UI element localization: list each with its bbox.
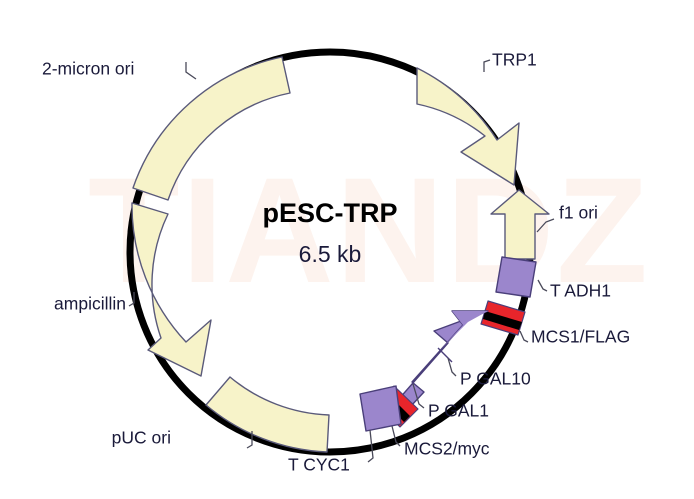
label-mcs1-flag: MCS1/FLAG	[531, 327, 630, 347]
label-ampicillin: ampicillin	[54, 294, 126, 314]
label-trp1: TRP1	[492, 50, 537, 70]
label-p-gal10: P GAL10	[460, 369, 531, 389]
label-puc-ori: pUC ori	[112, 428, 171, 448]
leader-t-cyc1	[367, 429, 374, 463]
feature-puc-ori[interactable]	[205, 376, 330, 453]
label-f1-ori: f1 ori	[559, 203, 598, 223]
feature-2-micron-ori[interactable]	[132, 56, 291, 201]
leader-ampicillin	[128, 292, 135, 307]
leader-trp1	[483, 59, 491, 72]
label-t-adh1: T ADH1	[550, 281, 611, 301]
gal-promoter-divider	[437, 347, 453, 363]
label-2-micron-ori: 2-micron ori	[42, 59, 134, 79]
leader-t-adh1	[537, 279, 548, 292]
watermark-text: TIANDZ	[88, 146, 650, 314]
leader-2-micron-ori	[185, 62, 197, 80]
feature-ampicillin[interactable]	[131, 202, 212, 377]
plasmid-title: pESC-TRP	[263, 198, 398, 228]
leader-p-gal1	[412, 383, 425, 409]
leader-puc-ori	[246, 431, 253, 449]
label-mcs2-myc: MCS2/myc	[404, 439, 490, 459]
leader-mcs1-flag	[519, 330, 529, 343]
feature-t-adh1[interactable]	[495, 256, 537, 298]
plasmid-size: 6.5 kb	[299, 241, 362, 267]
leader-p-gal10	[447, 357, 457, 377]
feature-t-cyc1[interactable]	[359, 385, 402, 432]
leader-mcs2-myc	[391, 425, 401, 447]
feature-mcs1-flag[interactable]	[480, 300, 526, 336]
label-p-gal1: P GAL1	[428, 401, 489, 421]
label-t-cyc1: T CYC1	[288, 455, 350, 475]
watermark: TIANDZ	[88, 146, 650, 314]
leader-f1-ori	[536, 218, 555, 233]
feature-trp1[interactable]	[416, 67, 520, 186]
